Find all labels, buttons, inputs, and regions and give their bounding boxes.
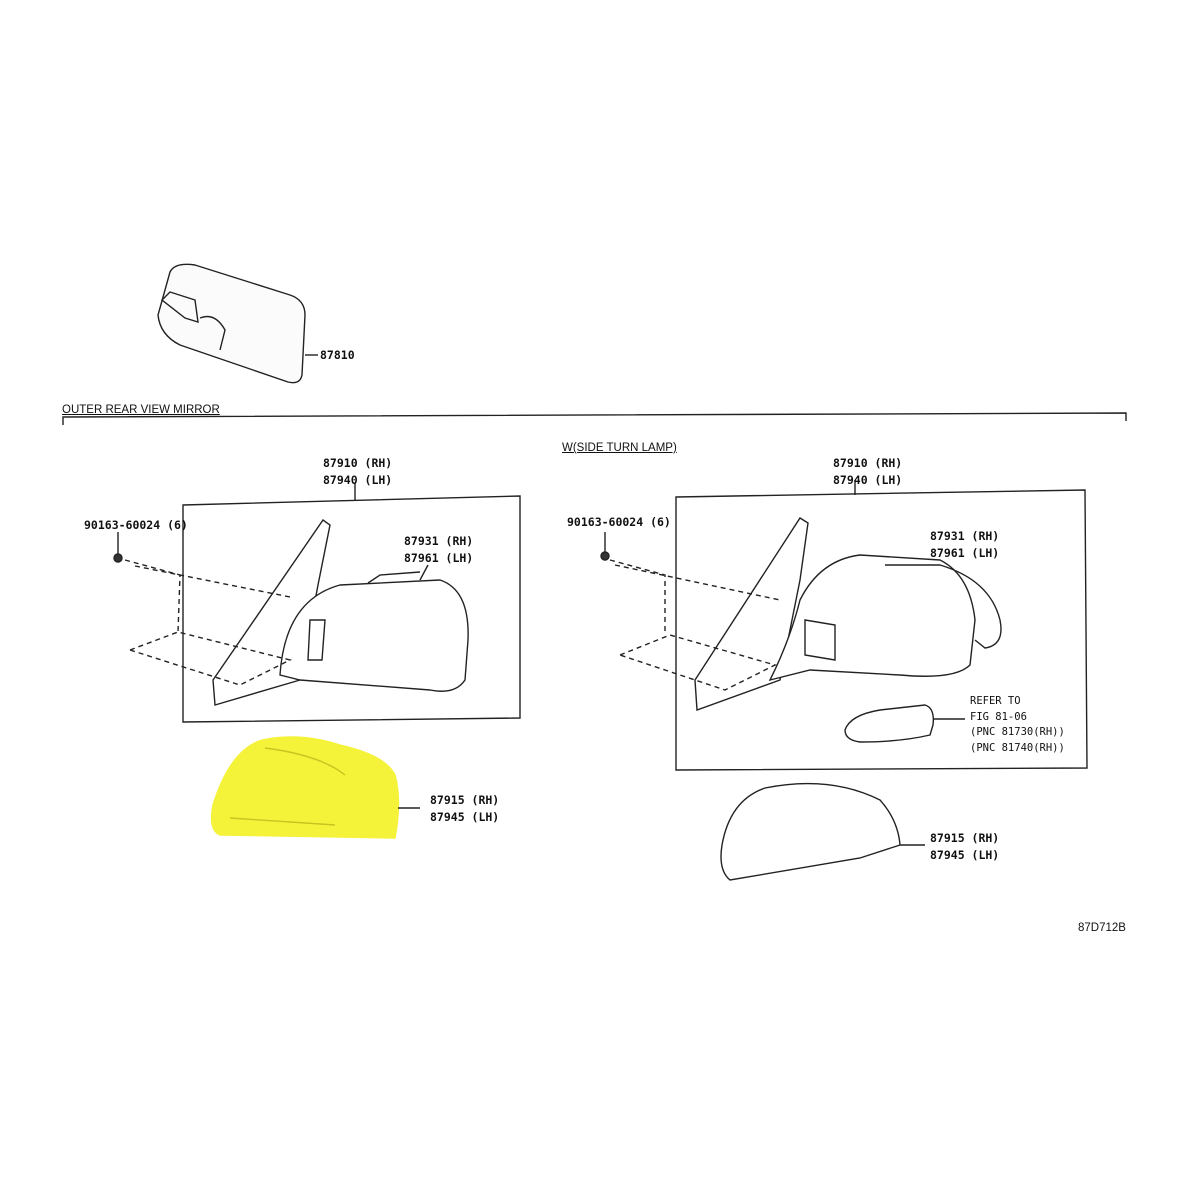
section-bracket — [62, 412, 1127, 425]
refer-line: REFER TO — [970, 695, 1021, 707]
right-assembly-lh: 87940 (LH) — [833, 473, 903, 487]
refer-line: (PNC 81740(RH)) — [970, 741, 1065, 754]
right-inner-cover-rh: 87931 (RH) — [930, 529, 1000, 543]
right-assembly-rh: 87910 (RH) — [833, 456, 903, 470]
left-inner-cover-rh: 87931 (RH) — [404, 534, 474, 548]
refer-fig-link[interactable]: FIG 81-06 — [970, 710, 1027, 723]
left-cover-87915-highlighted[interactable] — [210, 736, 420, 839]
left-assembly-rh: 87910 (RH) — [323, 456, 393, 470]
variant-title: W(SIDE TURN LAMP) — [562, 442, 677, 454]
figure-code: 87D712B — [1078, 922, 1126, 934]
inner-mirror-87810[interactable] — [157, 263, 318, 384]
left-outer-cover-lh: 87945 (LH) — [430, 810, 500, 824]
left-outer-cover-rh: 87915 (RH) — [430, 793, 500, 807]
part-87810-label: 87810 — [320, 348, 355, 362]
left-mirror-assembly[interactable] — [113, 483, 521, 723]
right-mirror-assembly[interactable] — [600, 480, 1088, 771]
left-assembly-lh: 87940 (LH) — [323, 473, 393, 487]
section-title: OUTER REAR VIEW MIRROR — [62, 404, 220, 416]
left-inner-cover-lh: 87961 (LH) — [404, 551, 474, 565]
left-screw-label: 90163-60024 (6) — [84, 518, 188, 532]
right-outer-cover-rh: 87915 (RH) — [930, 831, 1000, 845]
refer-note: REFER TO FIG 81-06 (PNC 81730(RH)) (PNC … — [970, 694, 1065, 756]
refer-line: (PNC 81730(RH)) — [970, 726, 1065, 738]
right-outer-cover-lh: 87945 (LH) — [930, 848, 1000, 862]
right-inner-cover-lh: 87961 (LH) — [930, 546, 1000, 560]
right-screw-label: 90163-60024 (6) — [567, 515, 671, 529]
right-cover-87915[interactable] — [720, 782, 925, 881]
